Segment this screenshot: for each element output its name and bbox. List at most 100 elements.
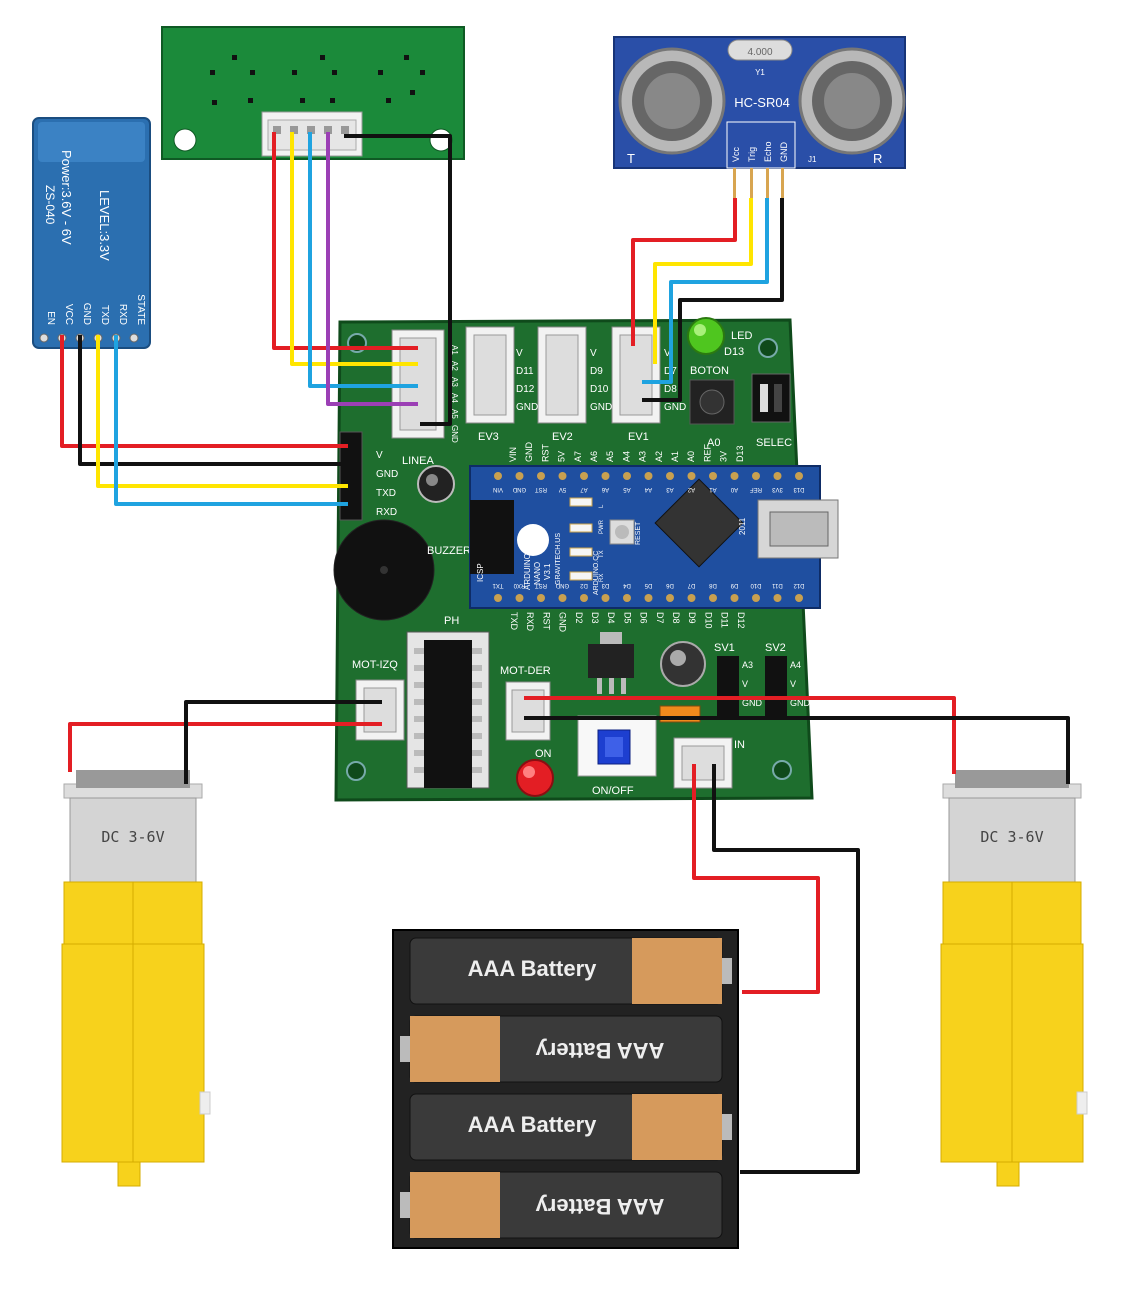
led-label: LED <box>731 330 752 342</box>
nano-hole <box>601 594 610 602</box>
mot-izq-label: MOT-IZQ <box>352 659 398 671</box>
nano-hole <box>580 472 588 480</box>
nano-bottom-pin-d5: D5 <box>644 582 652 588</box>
nano-icsp: ICSP <box>476 563 485 582</box>
nano-hole <box>666 594 674 602</box>
nano-top-pin-a4: A4 <box>644 486 652 492</box>
board-bottom-pin-d10: D10 <box>703 612 713 629</box>
wire-us-blue <box>642 198 769 384</box>
nano-top-pin-a7: A7 <box>580 486 588 492</box>
boton-label: BOTON <box>690 365 729 377</box>
nano-top-pin-gnd: GND <box>512 486 526 492</box>
ev1-connector: EV1 <box>611 326 661 443</box>
board-top-pin-a1: A1 <box>670 451 680 462</box>
board-top-pin-5v: 5V <box>557 451 567 462</box>
bt-pin-state: STATE <box>135 294 146 325</box>
hcsr04-pin-gnd: GND <box>779 142 789 163</box>
ev1-pin-v: V <box>664 348 671 359</box>
nano-hole <box>795 594 803 602</box>
hcsr04-pin-echo: Echo <box>763 141 773 162</box>
board-top-pin-a3: A3 <box>638 451 648 462</box>
ev1-pin-gnd: GND <box>664 402 686 413</box>
bt-pin-vcc: VCC <box>63 304 74 325</box>
linea-pin-a1: A1 <box>450 345 459 355</box>
ic-pin <box>414 733 424 739</box>
nano-hole <box>644 594 653 602</box>
left-motor: DC 3-6V <box>61 770 211 1187</box>
nano-led-tx: TX <box>599 550 605 558</box>
bt-header-pin-rxd: RXD <box>376 507 397 518</box>
bt-header-pin-gnd: GND <box>376 469 398 480</box>
nano-led <box>569 523 593 533</box>
board-top-pin-ref: REF <box>702 443 712 462</box>
board-top-pin-a4: A4 <box>621 451 631 462</box>
ic-pin <box>414 648 424 654</box>
nano-bottom-pin-d3: D3 <box>601 582 609 588</box>
nano-bottom-pin-rx0: RX0 <box>513 582 525 588</box>
ic-pin <box>472 648 482 654</box>
led-pin-label: D13 <box>724 346 744 358</box>
board-bottom-pin-d7: D7 <box>655 612 665 624</box>
hcsr04-j1: J1 <box>808 155 817 164</box>
nano-hole <box>709 472 717 480</box>
bt-pin-txd: TXD <box>99 305 110 325</box>
wire-bt-black <box>78 335 348 466</box>
boton-pin-label: A0 <box>707 437 720 449</box>
nano-hole <box>730 472 739 480</box>
board-bottom-pin-d9: D9 <box>687 612 697 624</box>
nano-top-pin-a3: A3 <box>666 486 674 492</box>
ic-pin <box>414 716 424 722</box>
nano-version: V3.1 <box>543 563 552 580</box>
right-motor-label: DC 3-6V <box>980 828 1043 846</box>
wire-line-sensor-black <box>344 134 452 426</box>
nano-hole <box>795 472 803 480</box>
nano-hole <box>558 594 567 602</box>
wire-us-yellow <box>653 198 753 364</box>
nano-bottom-pin-d12: D12 <box>793 582 805 588</box>
crystal-label: 4.000 <box>747 47 772 58</box>
hcsr04-pin-trig: Trig <box>747 147 757 162</box>
nano-led-pwr: PWR <box>599 519 605 534</box>
wire-bt-red <box>60 335 348 448</box>
arduino-nano: ICSP ARDUINO NANO V3.1 GRAVITECH.US ARDU… <box>469 465 839 609</box>
on-label: ON <box>535 748 552 760</box>
ic-pin <box>414 699 424 705</box>
board-bottom-pin-d4: D4 <box>606 612 616 624</box>
nano-bottom-pin-d9: D9 <box>730 582 738 588</box>
sv2-pin-a4: A4 <box>790 660 801 670</box>
nano-brand: ARDUINO <box>523 553 532 590</box>
nano-hole <box>730 594 739 602</box>
battery-cell: AAA Battery <box>400 1015 723 1083</box>
line-sensor-board <box>161 26 465 160</box>
nano-led-l: L <box>599 504 605 508</box>
nano-hole <box>644 472 653 480</box>
nano-top-pin-d13: D13 <box>793 486 805 492</box>
nano-reset: RESET <box>635 521 642 545</box>
battery-label: AAA Battery <box>468 956 598 981</box>
ev2-pin-d10: D10 <box>590 384 609 395</box>
wire-right-motor-red <box>524 696 956 774</box>
sv1-pin-v: V <box>742 679 748 689</box>
ev3-pin-d11: D11 <box>516 366 534 377</box>
battery-cell: AAA Battery <box>400 1171 723 1239</box>
nano-hole <box>773 594 782 602</box>
nano-led-rx: RX <box>599 574 605 582</box>
bt-pin-pad <box>129 333 139 343</box>
bt-power-label: Power:3.6V - 6V <box>59 150 74 245</box>
nano-model: NANO <box>533 562 542 585</box>
nano-site: ARDUINO.CC <box>593 551 600 595</box>
nano-hole <box>623 472 631 480</box>
board-top-pin-gnd: GND <box>524 442 534 463</box>
wire-us-black <box>642 198 784 402</box>
mot-der-label: MOT-DER <box>500 665 551 677</box>
nano-hole <box>537 594 545 602</box>
bt-level-label: LEVEL:3.3V <box>97 190 112 261</box>
nano-bottom-pin-d7: D7 <box>687 582 695 588</box>
ic-pin <box>472 750 482 756</box>
